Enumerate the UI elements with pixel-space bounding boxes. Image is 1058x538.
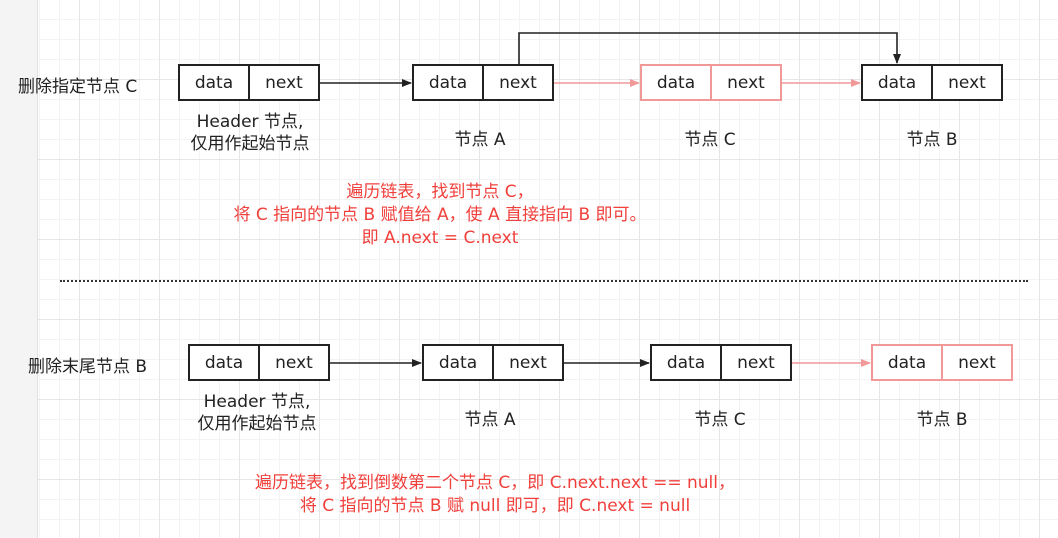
bottom-node-c-label: 节点 C <box>694 410 746 430</box>
next-field: next <box>737 352 775 373</box>
data-field: data <box>180 66 250 99</box>
bottom-node-b-label: 节点 B <box>916 410 968 430</box>
bottom-node-a: data next <box>422 344 564 381</box>
bottom-node-b-removed: data next <box>871 344 1013 381</box>
top-node-b-label: 节点 B <box>906 130 958 150</box>
top-header-label: Header 节点, 仅用作起始节点 <box>170 111 330 155</box>
header-label-line-2: 仅用作起始节点 <box>197 414 317 434</box>
data-field: data <box>863 66 933 99</box>
top-header-node: data next <box>178 64 320 101</box>
bottom-node-a-label: 节点 A <box>464 410 516 430</box>
bottom-note-line-2: 将 C 指向的节点 B 赋 null 即可，即 C.next = null <box>299 496 691 516</box>
data-field: data <box>642 66 712 99</box>
arrow-a-to-b-new <box>518 32 901 64</box>
top-node-b: data next <box>861 64 1003 101</box>
next-field: next <box>275 352 313 373</box>
top-explanation: 遍历链表，找到节点 C， 将 C 指向的节点 B 赋值给 A，使 A 直接指向 … <box>170 181 710 250</box>
top-node-c-label: 节点 C <box>684 130 736 150</box>
data-field: data <box>424 346 494 379</box>
data-field: data <box>873 346 943 379</box>
next-field: next <box>509 352 547 373</box>
next-field: next <box>499 72 537 93</box>
top-node-a-label: 节点 A <box>454 130 506 150</box>
top-note-line-1: 遍历链表，找到节点 C， <box>346 182 534 202</box>
header-label-line-1: Header 节点, <box>203 392 311 412</box>
bottom-note-line-1: 遍历链表，找到倒数第二个节点 C，即 C.next.next == null， <box>255 473 735 493</box>
data-field: data <box>652 346 722 379</box>
top-note-line-3: 即 A.next = C.next <box>361 228 519 248</box>
next-field: next <box>727 72 765 93</box>
section-divider <box>60 280 1028 282</box>
top-node-a: data next <box>412 64 554 101</box>
bottom-header-node: data next <box>188 344 330 381</box>
data-field: data <box>414 66 484 99</box>
bottom-node-c: data next <box>650 344 792 381</box>
bottom-section-title: 删除末尾节点 B <box>28 357 148 377</box>
next-field: next <box>948 72 986 93</box>
data-field: data <box>190 346 260 379</box>
bottom-explanation: 遍历链表，找到倒数第二个节点 C，即 C.next.next == null， … <box>220 472 770 518</box>
next-field: next <box>958 352 996 373</box>
top-node-c-removed: data next <box>640 64 782 101</box>
header-label-line-1: Header 节点, <box>196 112 304 132</box>
left-gutter <box>0 0 38 538</box>
top-note-line-2: 将 C 指向的节点 B 赋值给 A，使 A 直接指向 B 即可。 <box>233 205 647 225</box>
header-label-line-2: 仅用作起始节点 <box>190 134 310 154</box>
bottom-header-label: Header 节点, 仅用作起始节点 <box>177 391 337 435</box>
next-field: next <box>265 72 303 93</box>
top-section-title: 删除指定节点 C <box>18 77 138 97</box>
